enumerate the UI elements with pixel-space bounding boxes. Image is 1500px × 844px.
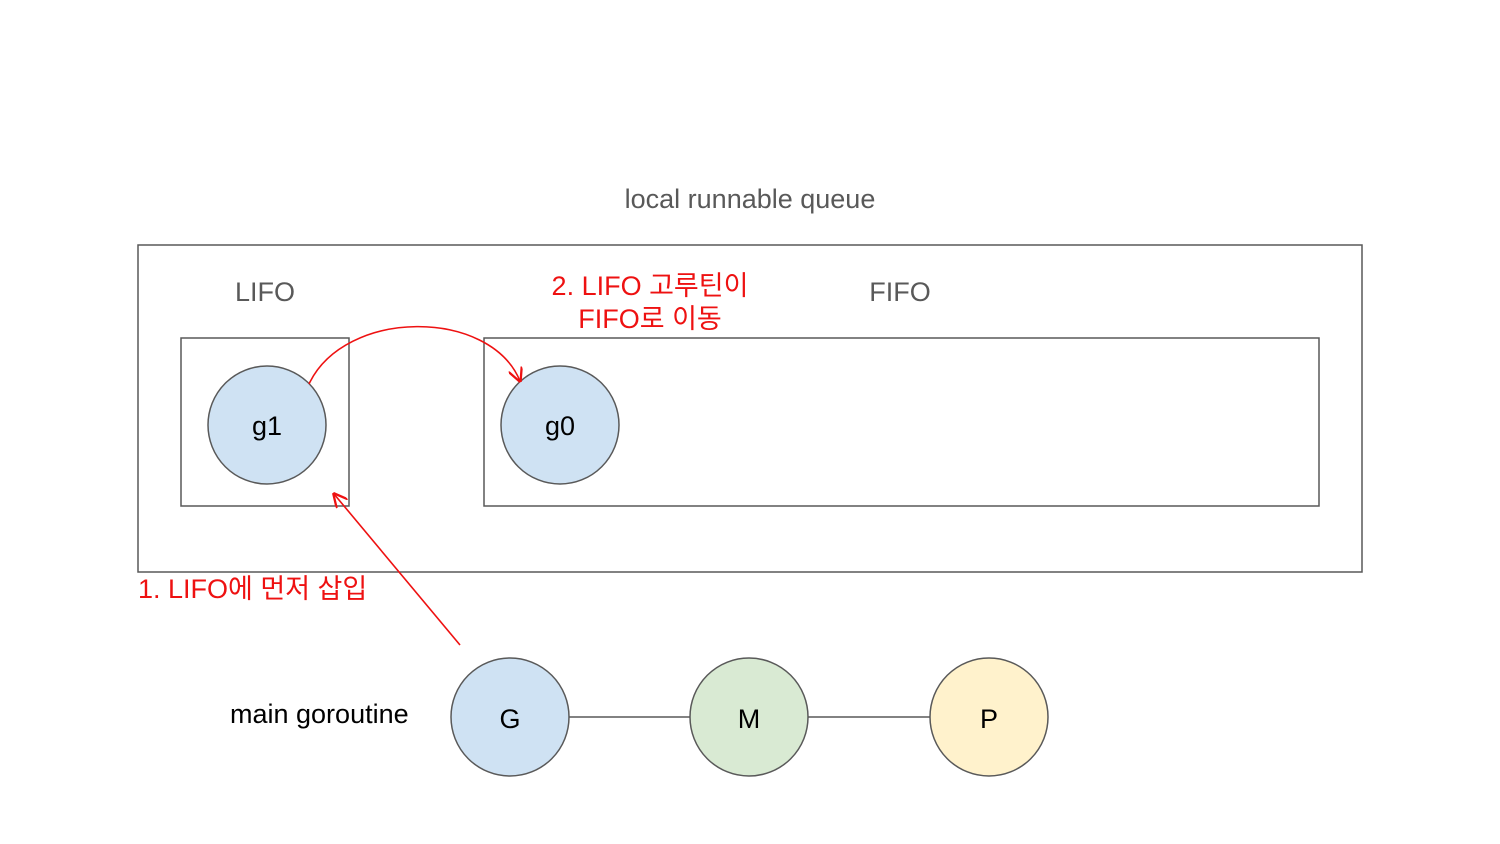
- m-node-label: M: [738, 704, 761, 734]
- goroutine-g1-label: g1: [252, 411, 282, 441]
- step2-annotation-line1: 2. LIFO 고루틴이: [552, 271, 749, 301]
- p-node: P: [929, 657, 1049, 777]
- goroutine-g0-label: g0: [545, 411, 575, 441]
- m-node: M: [689, 657, 809, 777]
- queue-title: local runnable queue: [625, 184, 876, 214]
- main-goroutine-label: main goroutine: [230, 699, 409, 729]
- fifo-label: FIFO: [869, 277, 931, 307]
- goroutine-g1-node: g1: [207, 365, 327, 485]
- g-node-label: G: [499, 704, 520, 734]
- step1-annotation: 1. LIFO에 먼저 삽입: [138, 574, 367, 604]
- insert-into-lifo-arrow: [334, 494, 461, 646]
- step2-annotation-line2: FIFO로 이동: [578, 304, 722, 334]
- g-node: G: [450, 657, 570, 777]
- fifo-box: [483, 337, 1320, 507]
- p-node-label: P: [980, 704, 998, 734]
- lifo-to-fifo-arrow: [308, 325, 520, 384]
- goroutine-g0-node: g0: [500, 365, 620, 485]
- lifo-box: [180, 337, 350, 507]
- local-runnable-queue-box: [137, 244, 1363, 573]
- lifo-label: LIFO: [235, 277, 295, 307]
